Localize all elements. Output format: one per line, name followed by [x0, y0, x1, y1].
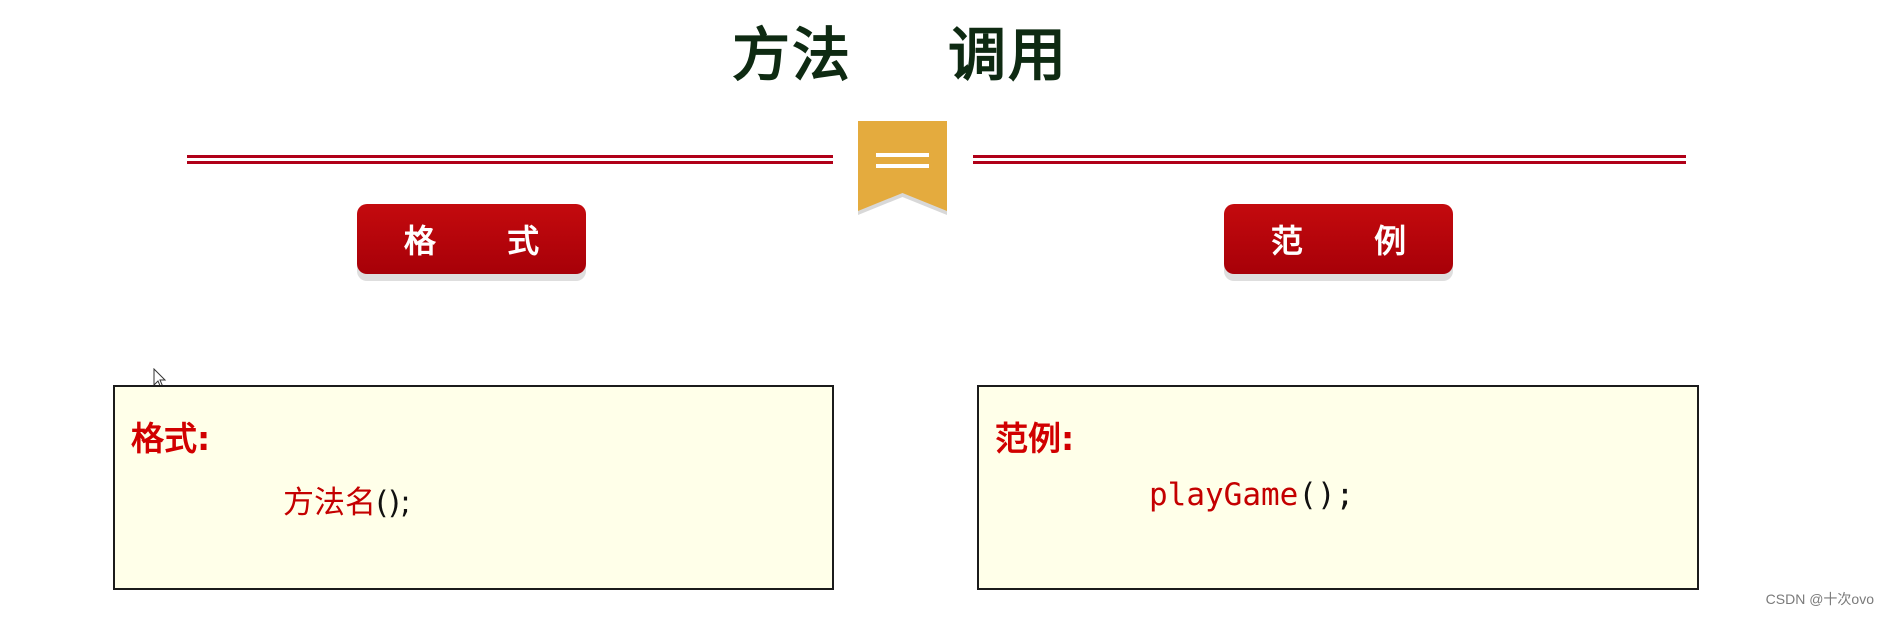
format-code-name: 方法名 [283, 485, 376, 521]
title-part-1: 方法 [731, 21, 852, 89]
divider-line-right [973, 155, 1686, 164]
format-box: 格式: 方法名(); [113, 385, 834, 590]
title-part-2: 调用 [948, 21, 1069, 89]
example-code: playGame(); [1149, 477, 1354, 513]
example-box: 范例: playGame(); [977, 385, 1699, 590]
page-title: 方法 调用 [0, 8, 1800, 92]
divider-line-left [187, 155, 833, 164]
example-code-rest: (); [1298, 477, 1355, 513]
bookmark-equals-icon [858, 121, 947, 215]
watermark: CSDN @十次ovo [1765, 591, 1874, 607]
example-label: 范例: [995, 419, 1075, 458]
format-code-rest: (); [376, 485, 411, 521]
format-code: 方法名(); [283, 477, 411, 522]
format-label: 格式: [131, 419, 211, 458]
format-heading-badge: 格 式 [357, 204, 586, 274]
example-code-name: playGame [1149, 477, 1299, 513]
example-heading-badge: 范 例 [1224, 204, 1453, 274]
